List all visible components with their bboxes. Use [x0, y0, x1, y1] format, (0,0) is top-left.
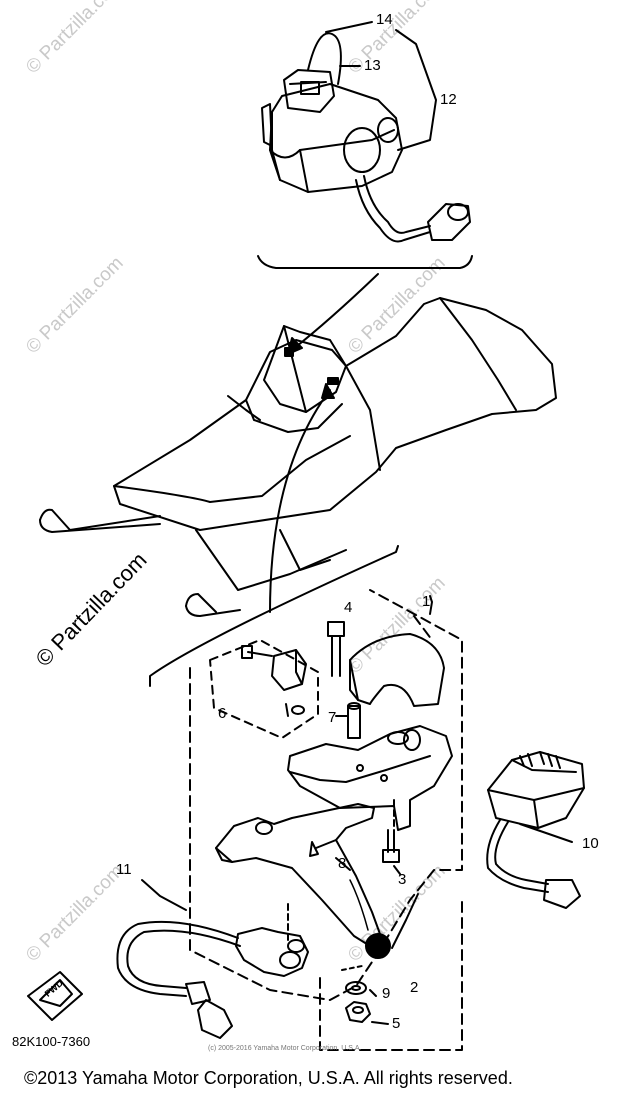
callout-8: 8 [338, 855, 347, 872]
callout-7: 7 [328, 709, 337, 726]
callout-3: 3 [398, 871, 407, 888]
callout-5: 5 [392, 1015, 401, 1032]
arrow-top-to-windshield [291, 273, 379, 351]
lever-assembly [27, 589, 585, 1051]
small-copyright: (c) 2005-2016 Yamaha Motor Corporation, … [208, 1045, 362, 1052]
callout-9: 9 [382, 985, 391, 1002]
callout-4: 4 [344, 599, 353, 616]
callout-14: 14 [376, 11, 393, 28]
copyright-notice: ©2013 Yamaha Motor Corporation, U.S.A. A… [24, 1068, 513, 1088]
top-bracket-line [257, 255, 473, 269]
top-switch-assembly [261, 21, 471, 243]
callout-10: 10 [582, 835, 599, 852]
arrow-bottom-to-windshield [269, 389, 331, 613]
snowmobile-outline [39, 297, 557, 617]
callout-13: 13 [364, 57, 381, 74]
middle-bracket-line [149, 545, 399, 687]
callout-12: 12 [440, 91, 457, 108]
callout-6: 6 [218, 705, 227, 722]
callout-2: 2 [410, 979, 419, 996]
part-code: 82K100-7360 [12, 1034, 91, 1049]
callout-11: 11 [116, 861, 132, 878]
callout-1: 1 [422, 593, 431, 610]
